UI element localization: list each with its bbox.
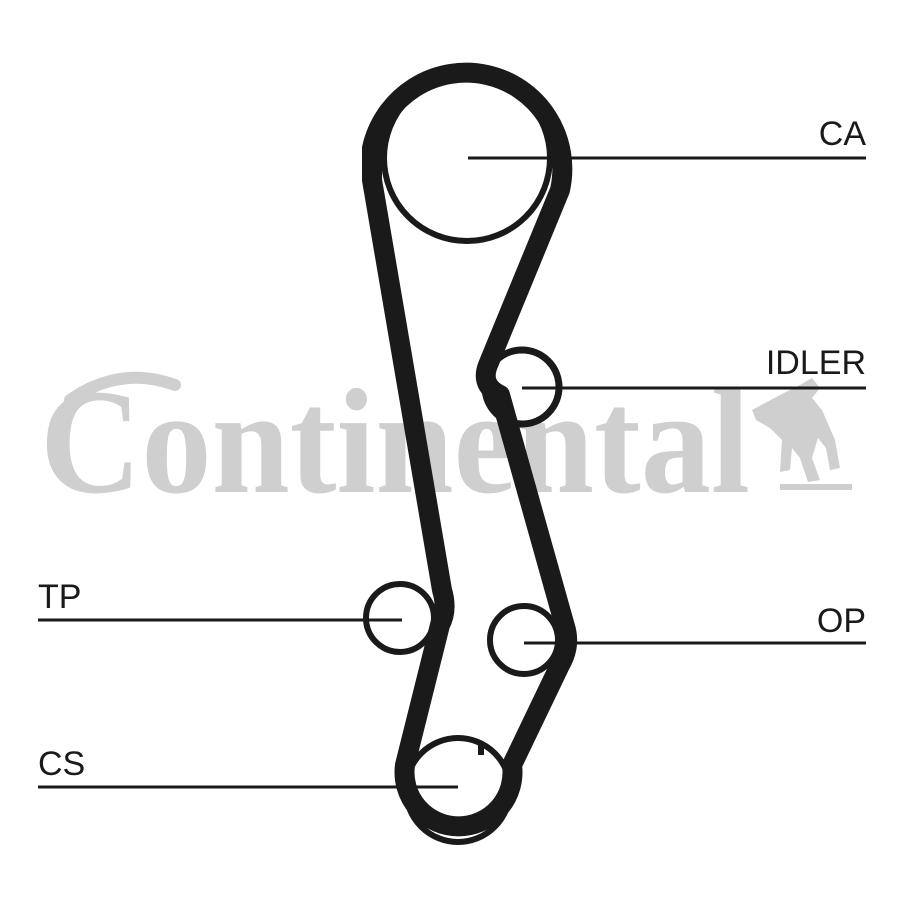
- crankshaft-timing-mark: [478, 745, 484, 755]
- watermark: Continental: [40, 359, 852, 525]
- oil-pump-pulley: [487, 603, 561, 677]
- label-tp: TP: [38, 578, 81, 616]
- label-op: OP: [817, 602, 866, 640]
- label-cs: CS: [38, 745, 85, 783]
- rearing-horse-icon: [752, 378, 852, 490]
- label-ca: CA: [819, 115, 867, 153]
- label-idler: IDLER: [766, 344, 866, 382]
- crankshaft-pulley: [403, 735, 513, 845]
- watermark-swoosh: [64, 371, 181, 406]
- tensioner-pulley: [363, 581, 437, 655]
